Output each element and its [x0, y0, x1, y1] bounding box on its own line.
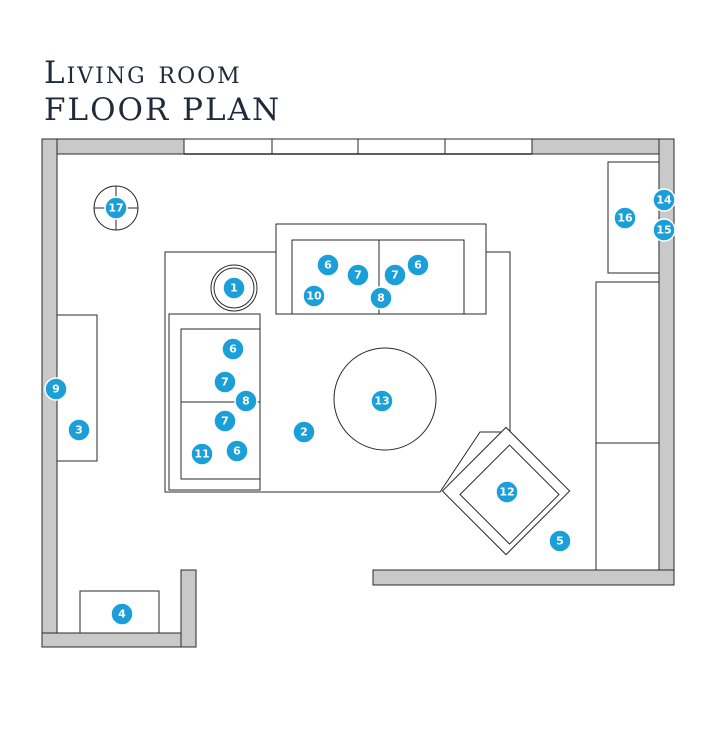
- side-table-inner: [213, 267, 255, 309]
- marker-6a: 6: [316, 253, 340, 277]
- marker-label: 6: [233, 445, 241, 458]
- marker-label: 12: [499, 486, 514, 499]
- marker-label: 7: [391, 269, 399, 282]
- marker-label: 17: [108, 202, 123, 215]
- marker-label: 6: [324, 259, 332, 272]
- marker-label: 1: [230, 282, 238, 295]
- marker-label: 7: [221, 415, 229, 428]
- marker-label: 14: [656, 194, 672, 207]
- marker-label: 7: [354, 269, 362, 282]
- marker-11: 11: [190, 442, 214, 466]
- marker-label: 13: [374, 395, 389, 408]
- bookcase-right: [595, 281, 660, 571]
- marker-label: 8: [242, 395, 250, 408]
- marker-15: 15: [652, 218, 676, 242]
- marker-9: 9: [44, 377, 68, 401]
- marker-1: 1: [222, 276, 246, 300]
- marker-2: 2: [292, 420, 316, 444]
- marker-7a: 7: [346, 263, 370, 287]
- cabinet-bottom: [79, 590, 160, 634]
- marker-6d: 6: [225, 439, 249, 463]
- marker-10: 10: [302, 284, 326, 308]
- marker-16: 16: [613, 206, 637, 230]
- marker-5: 5: [548, 529, 572, 553]
- rug: [164, 251, 511, 493]
- marker-4: 4: [110, 602, 134, 626]
- marker-label: 4: [118, 608, 126, 621]
- marker-13: 13: [370, 389, 394, 413]
- marker-label: 6: [414, 259, 422, 272]
- marker-6b: 6: [406, 253, 430, 277]
- wall-top-right: [531, 138, 675, 155]
- wall-top-left: [41, 138, 185, 155]
- marker-label: 15: [656, 224, 671, 237]
- marker-8b: 8: [234, 389, 258, 413]
- markers: 1 2 3 4 5 6 6 6 6 7 7 7 7 8 8 9 10 11 12…: [44, 188, 676, 626]
- wall-bottom-left: [41, 632, 197, 648]
- marker-7b: 7: [383, 263, 407, 287]
- marker-label: 11: [194, 448, 209, 461]
- marker-label: 9: [52, 383, 60, 396]
- sofa-top-seat: [291, 239, 465, 315]
- marker-8a: 8: [369, 286, 393, 310]
- marker-14: 14: [652, 188, 676, 212]
- title-line-1: Living room: [44, 55, 242, 91]
- marker-label: 8: [377, 292, 385, 305]
- wall-stub: [180, 569, 197, 648]
- marker-label: 5: [556, 535, 564, 548]
- windows: [183, 138, 533, 155]
- furniture: [56, 161, 660, 634]
- marker-label: 2: [300, 426, 308, 439]
- marker-label: 16: [617, 212, 633, 225]
- marker-17: 17: [104, 196, 128, 220]
- walls: [41, 138, 675, 648]
- marker-label: 10: [306, 290, 322, 303]
- sofa-left-seat: [180, 328, 261, 480]
- marker-label: 7: [221, 376, 229, 389]
- marker-label: 6: [229, 343, 237, 356]
- marker-12: 12: [495, 480, 519, 504]
- title-line-2: floor plan: [44, 92, 282, 128]
- marker-7c: 7: [213, 370, 237, 394]
- wall-bottom-right: [372, 569, 675, 586]
- marker-3: 3: [67, 418, 91, 442]
- marker-7d: 7: [213, 409, 237, 433]
- marker-6c: 6: [221, 337, 245, 361]
- marker-label: 3: [75, 424, 83, 437]
